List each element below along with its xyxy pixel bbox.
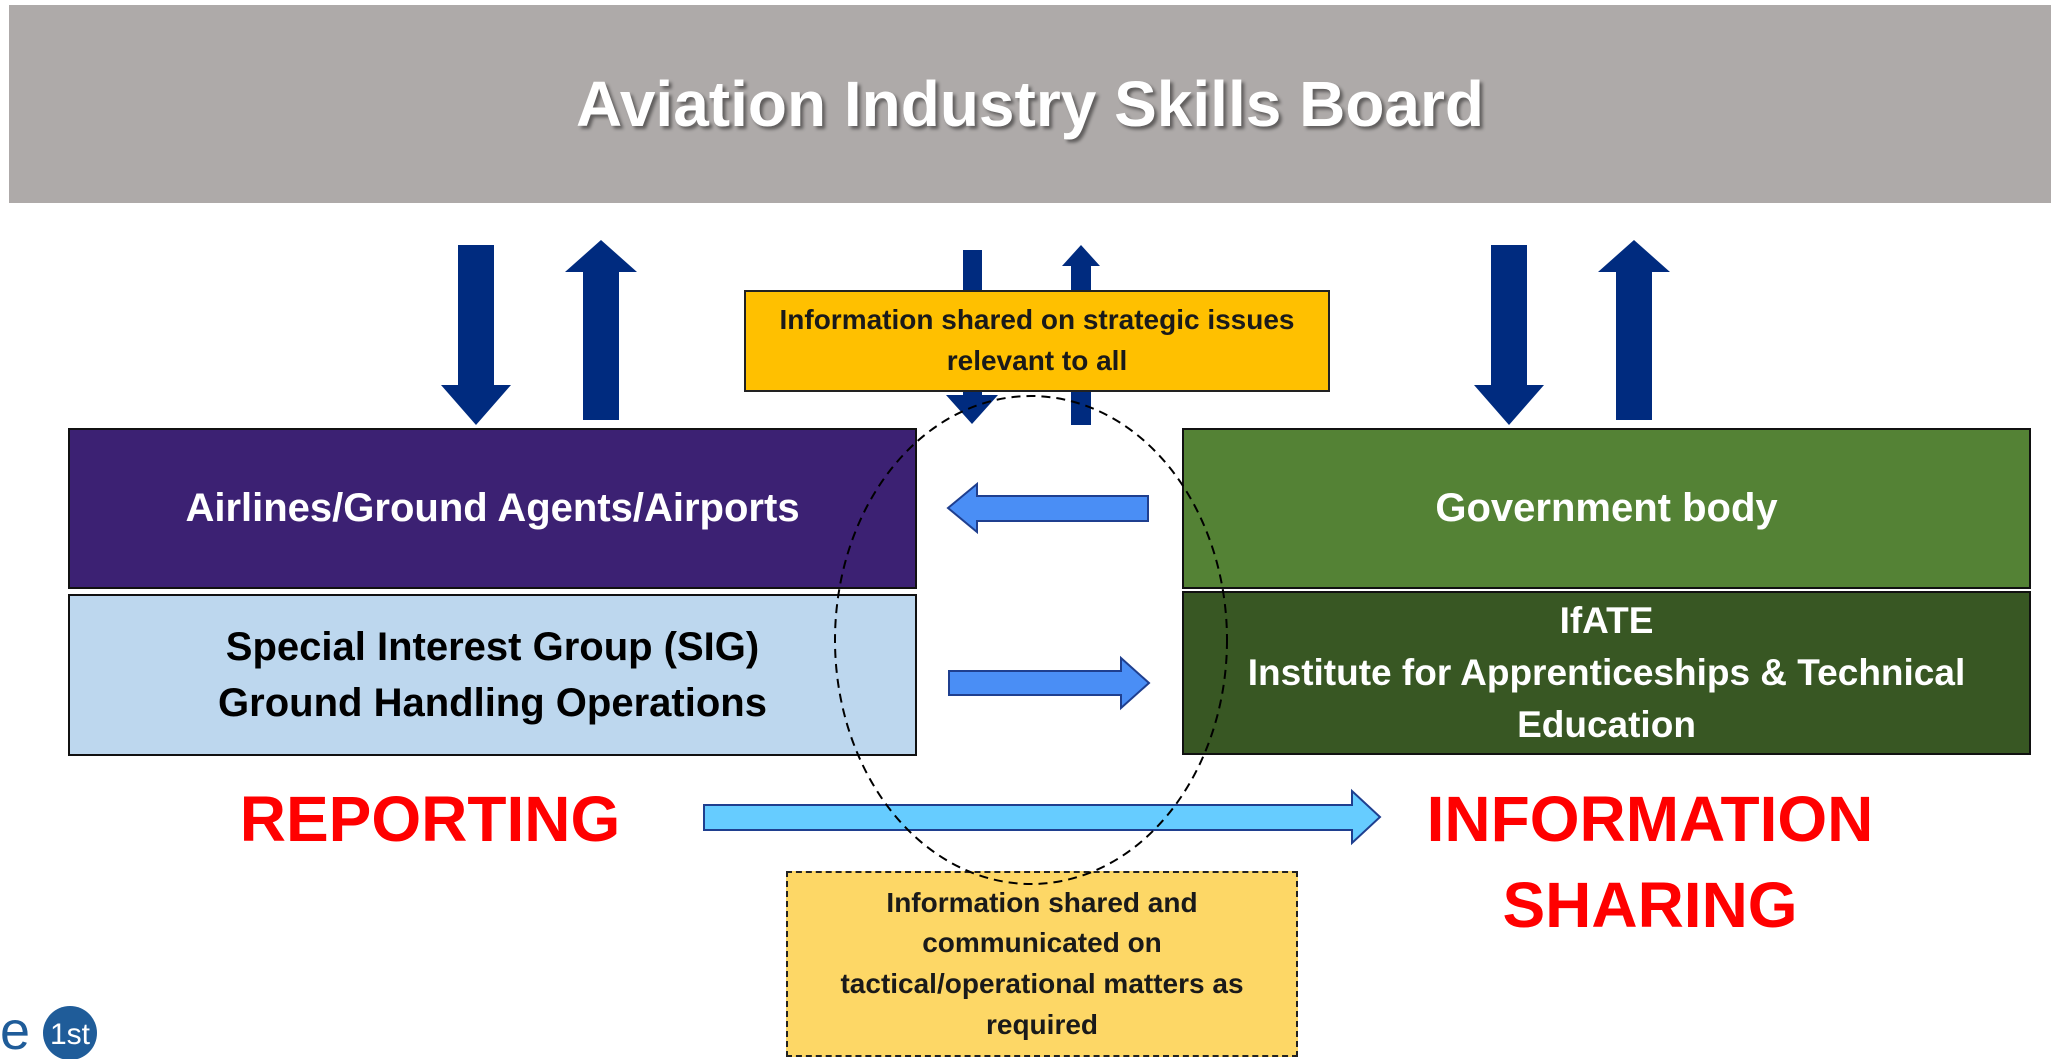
left-down-arrow: [441, 245, 511, 425]
tactical-callout-line2: communicated on: [922, 927, 1162, 959]
ifate-label-line2: Institute for Apprenticeships & Technica…: [1247, 652, 1966, 694]
e1st-logo: e 1st: [0, 1003, 97, 1059]
sharing-text: SHARING: [1502, 869, 1798, 942]
information-sharing-label: INFORMATION SHARING: [1390, 776, 1910, 949]
sig-box: Special Interest Group (SIG) Ground Hand…: [68, 594, 917, 756]
tactical-callout-line1: Information shared and: [886, 886, 1198, 918]
logo-letter: e: [0, 1003, 30, 1059]
right-up-arrow: [1598, 240, 1670, 420]
strategic-callout-line1: Information shared on strategic issues: [779, 304, 1295, 336]
board-title: Aviation Industry Skills Board: [575, 68, 1485, 140]
strategic-callout: Information shared on strategic issues r…: [744, 290, 1330, 392]
airlines-box: Airlines/Ground Agents/Airports: [68, 428, 917, 589]
sig-label-line2: Ground Handling Operations: [218, 681, 767, 725]
reporting-label: REPORTING: [210, 776, 650, 862]
arrow-reporting-to-sharing: [703, 788, 1382, 846]
logo-badge-text: 1st: [50, 1018, 91, 1051]
arrow-sig-to-ifate: [948, 655, 1151, 711]
reporting-text: REPORTING: [239, 783, 621, 855]
tactical-callout: Information shared and communicated on t…: [786, 871, 1298, 1057]
sig-label-line1: Special Interest Group (SIG): [225, 625, 760, 669]
tactical-callout-line3: tactical/operational matters as: [840, 968, 1244, 999]
right-down-arrow: [1474, 245, 1544, 425]
strategic-callout-line2: relevant to all: [946, 345, 1128, 376]
government-box: Government body: [1182, 428, 2031, 589]
airlines-label: Airlines/Ground Agents/Airports: [185, 486, 800, 530]
government-label: Government body: [1435, 486, 1778, 530]
ifate-label-line1: IfATE: [1559, 600, 1654, 642]
ifate-label-line3: Education: [1517, 703, 1696, 745]
logo-badge-circle: [43, 1006, 97, 1059]
ifate-box: IfATE Institute for Apprenticeships & Te…: [1182, 591, 2031, 755]
left-up-arrow: [565, 240, 637, 420]
arrow-gov-to-airlines: [946, 481, 1149, 535]
board-banner: Aviation Industry Skills Board: [9, 5, 2051, 203]
tactical-callout-line4: required: [985, 1008, 1099, 1040]
information-text: INFORMATION: [1426, 783, 1874, 855]
